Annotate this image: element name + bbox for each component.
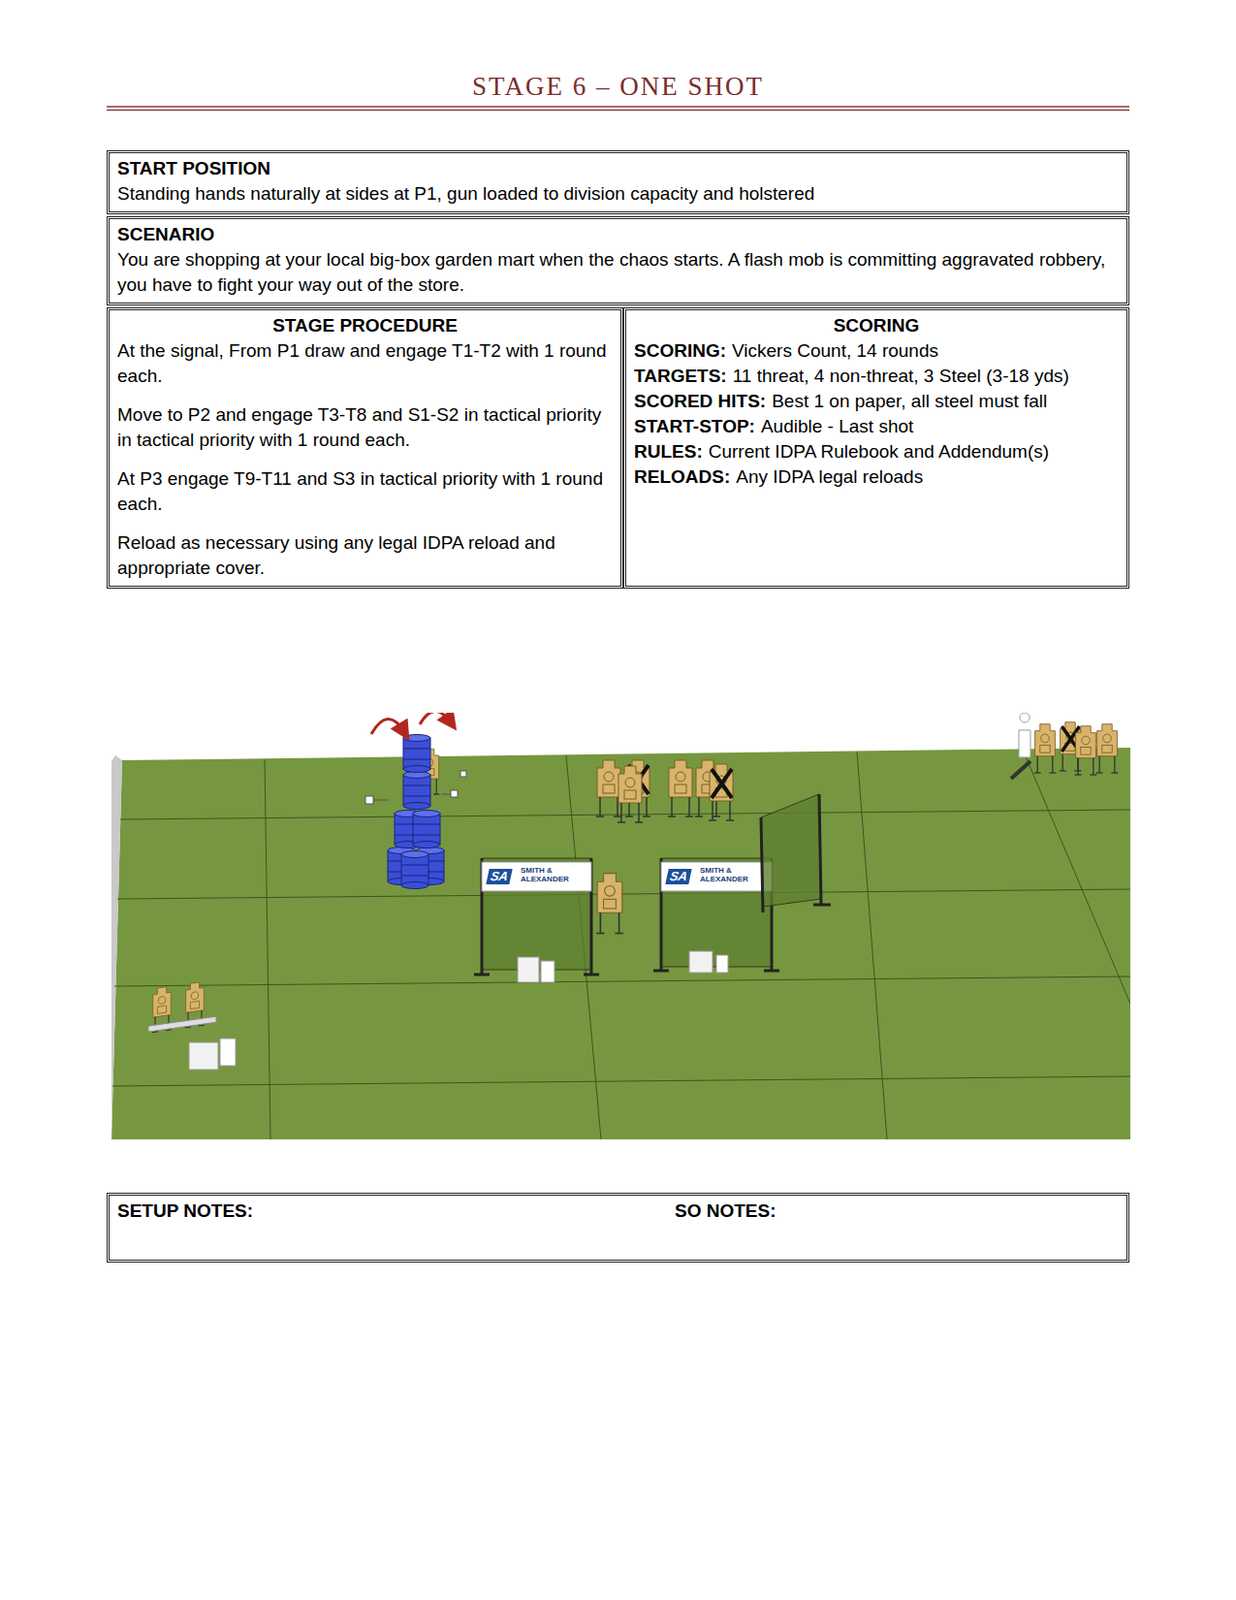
scoring-box: SCORINGSCORING:Vickers Count, 14 roundsT…	[623, 307, 1130, 589]
scoring-key: RULES:	[633, 441, 703, 462]
logo-mark: SA	[485, 868, 512, 885]
procedure-box: STAGE PROCEDUREAt the signal, From P1 dr…	[106, 307, 624, 589]
scoring-key: TARGETS:	[633, 365, 728, 386]
scoring-line: RULES:Current IDPA Rulebook and Addendum…	[633, 439, 1119, 465]
notes-box: SETUP NOTES:SO NOTES:	[106, 1192, 1130, 1263]
scoring-line: RELOADS:Any IDPA legal reloads	[633, 464, 1119, 490]
procedure-step: At P3 engage T9-T11 and S3 in tactical p…	[117, 466, 613, 517]
scoring-line: SCORED HITS:Best 1 on paper, all steel m…	[633, 388, 1119, 414]
scoring-value: Audible - Last shot	[760, 415, 914, 437]
page-title: STAGE 6 – ONE SHOT	[106, 71, 1130, 102]
scoring-value: 11 threat, 4 non-threat, 3 Steel (3-18 y…	[732, 365, 1070, 386]
stage-illustration: SA SMITH & ALEXANDER SA SMITH & ALEXANDER	[111, 712, 1131, 1140]
box-heading: STAGE PROCEDURE	[117, 313, 613, 339]
notes-heading: SO NOTES:	[674, 1198, 777, 1255]
scoring-key: SCORING:	[633, 340, 727, 361]
stage-drawing	[111, 712, 1131, 1140]
start-position-box: START POSITIONStanding hands naturally a…	[106, 150, 1130, 215]
scenario-box: SCENARIOYou are shopping at your local b…	[106, 216, 1130, 306]
logo-text: SMITH & ALEXANDER	[699, 865, 757, 884]
box-heading: SCENARIO	[117, 221, 1119, 248]
title-rule	[106, 105, 1130, 112]
box-text: Standing hands naturally at sides at P1,…	[117, 181, 1119, 207]
notes-heading: SETUP NOTES:	[117, 1198, 675, 1255]
procedure-step: At the signal, From P1 draw and engage T…	[117, 338, 613, 389]
scoring-line: START-STOP:Audible - Last shot	[633, 413, 1119, 440]
box-heading: START POSITION	[117, 156, 1119, 182]
logo-mark: SA	[665, 868, 692, 885]
procedure-step: Move to P2 and engage T3-T8 and S1-S2 in…	[117, 402, 613, 453]
box-text: You are shopping at your local big-box g…	[117, 247, 1119, 298]
box-heading: SCORING	[633, 313, 1119, 339]
scoring-line: TARGETS:11 threat, 4 non-threat, 3 Steel…	[633, 363, 1119, 389]
scoring-value: Any IDPA legal reloads	[735, 466, 923, 487]
logo-text: SMITH & ALEXANDER	[520, 865, 577, 884]
scoring-value: Current IDPA Rulebook and Addendum(s)	[708, 441, 1049, 462]
scoring-line: SCORING:Vickers Count, 14 rounds	[633, 338, 1119, 364]
scoring-value: Best 1 on paper, all steel must fall	[771, 390, 1047, 412]
scoring-value: Vickers Count, 14 rounds	[731, 340, 939, 361]
scoring-key: START-STOP:	[633, 415, 756, 437]
procedure-step: Reload as necessary using any legal IDPA…	[117, 530, 613, 581]
scoring-key: SCORED HITS:	[633, 390, 766, 412]
scoring-key: RELOADS:	[633, 466, 730, 487]
